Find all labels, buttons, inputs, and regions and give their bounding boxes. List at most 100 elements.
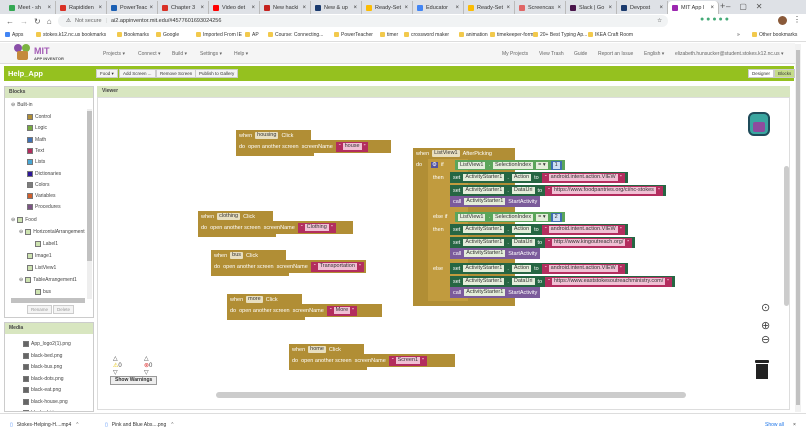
home-icon[interactable]: ⌂ <box>46 16 52 26</box>
operator-dropdown[interactable]: = ▾ <box>536 161 548 169</box>
component-dropdown[interactable]: clothing <box>217 213 241 220</box>
blocks-button[interactable]: Blocks <box>774 69 796 78</box>
media-item[interactable]: black-dots.png <box>23 375 64 382</box>
component-5[interactable]: ⊖TableArrangement1 <box>19 277 77 283</box>
menu-2[interactable]: Build ▾ <box>172 51 188 57</box>
string-value[interactable]: android.intent.action.VIEW <box>548 265 618 272</box>
property-dropdown[interactable]: DataUri <box>511 187 535 194</box>
back-icon[interactable]: ← <box>6 16 14 26</box>
workspace-horizontal-scrollbar[interactable] <box>216 392 686 398</box>
text-string-block[interactable]: “house” <box>335 141 369 152</box>
tab[interactable]: Ready-Set× <box>464 1 515 14</box>
menu-0[interactable]: Projects ▾ <box>103 51 125 57</box>
operator-dropdown[interactable]: = ▾ <box>536 213 548 221</box>
builtin-text[interactable]: Text <box>27 147 44 154</box>
tab[interactable]: Video det× <box>209 1 260 14</box>
bookmark-item[interactable]: stokes.k12.nc.us bookmarks <box>36 32 106 38</box>
builtin-control[interactable]: Control <box>27 114 51 120</box>
star-icon[interactable]: ☆ <box>657 18 662 24</box>
media-item[interactable]: black-eat.png <box>23 387 61 393</box>
warning-counter[interactable]: △⚠0▽ <box>113 356 122 376</box>
compare-block[interactable]: ListView1.SelectionIndex= ▾2 <box>455 212 565 222</box>
string-value[interactable]: Transportation <box>317 263 357 270</box>
text-string-block[interactable]: “android.intent.action.VIEW” <box>541 224 625 235</box>
menu-4[interactable]: Help ▾ <box>234 51 249 57</box>
tab-close-icon[interactable]: × <box>710 4 714 11</box>
text-string-block[interactable]: “Clothing” <box>297 222 336 233</box>
menu-icon[interactable]: ⋮ <box>793 15 801 24</box>
more-bookmarks-button[interactable]: » <box>737 31 740 38</box>
text-string-block[interactable]: “https://www.eaststokesoutreachministry.… <box>545 276 673 287</box>
property-dropdown[interactable]: SelectionIndex <box>492 161 534 169</box>
bookmark-item[interactable]: 20+ Best Typing Ap... <box>533 32 587 38</box>
tab-close-icon[interactable]: × <box>455 4 459 11</box>
builtin-math[interactable]: Math <box>27 136 46 143</box>
show-all-button[interactable]: Show all <box>765 422 784 428</box>
new-tab-button[interactable]: + <box>720 1 726 11</box>
designer-button[interactable]: Designer <box>748 69 775 78</box>
tree-horizontal-scrollbar[interactable] <box>11 298 85 303</box>
component-dropdown[interactable]: ListView1 <box>432 150 460 157</box>
tab-close-icon[interactable]: × <box>659 4 663 11</box>
page-scrollbar[interactable] <box>795 44 801 412</box>
tab-close-icon[interactable]: × <box>200 4 204 11</box>
close-window-button[interactable]: ✕ <box>755 2 763 11</box>
component-dropdown[interactable]: more <box>246 296 263 303</box>
bookmark-item[interactable]: timekeeper-form <box>490 32 533 38</box>
header-link-2[interactable]: Guide <box>574 51 588 57</box>
builtin-dictionaries[interactable]: Dictionaries <box>27 170 61 177</box>
tab[interactable]: MIT App I× <box>668 1 719 14</box>
component-dropdown[interactable]: ActivityStarter1 <box>463 265 505 272</box>
toolbar-button-0[interactable]: Food ▾ <box>96 69 118 78</box>
component-dropdown[interactable]: home <box>308 346 326 353</box>
minimize-button[interactable]: – <box>726 2 731 11</box>
bookmark-item[interactable]: timer <box>380 32 398 38</box>
component-4[interactable]: ListView1 <box>27 265 56 271</box>
workspace-vertical-scrollbar[interactable] <box>784 166 789 306</box>
component-0[interactable]: ⊖Food <box>11 217 37 223</box>
bookmark-item[interactable]: animation <box>459 32 488 38</box>
chevron-up-icon[interactable]: ⌃ <box>75 422 80 428</box>
tab-close-icon[interactable]: × <box>149 4 153 11</box>
string-value[interactable]: android.intent.action.VIEW <box>548 174 618 181</box>
tab-close-icon[interactable]: × <box>404 4 408 11</box>
url-input[interactable]: ⚠ Not secure | ai2.appinventor.mit.edu/#… <box>58 15 668 27</box>
profile-avatar[interactable] <box>778 16 787 25</box>
header-link-5[interactable]: elizabeth.hunsucker@student.stokes.k12.n… <box>675 51 784 57</box>
bookmark-item[interactable]: Imported From IE <box>196 32 242 38</box>
collapse-icon[interactable]: ⊖ <box>19 277 24 283</box>
listview-getter[interactable]: ListView1 <box>458 213 486 221</box>
tab[interactable]: New & up× <box>311 1 362 14</box>
component-3[interactable]: Image1 <box>27 253 52 259</box>
bookmark-item[interactable]: Course: Connecting... <box>268 32 323 38</box>
bookmark-item[interactable]: PowerTeacher <box>334 32 373 38</box>
zoom-out-icon[interactable]: ⊖ <box>761 334 771 346</box>
maximize-button[interactable]: ▢ <box>739 2 747 11</box>
tab[interactable]: Ready-Set× <box>362 1 413 14</box>
recenter-icon[interactable]: ⊙ <box>761 302 771 314</box>
tab-close-icon[interactable]: × <box>251 4 255 11</box>
string-value[interactable]: https://www.eaststokesoutreachministry.c… <box>551 278 666 285</box>
tab[interactable]: PowerTeac× <box>107 1 158 14</box>
chevron-up-icon[interactable]: ⌃ <box>170 422 175 428</box>
component-dropdown[interactable]: ActivityStarter1 <box>464 198 506 205</box>
builtin-logic[interactable]: Logic <box>27 125 47 132</box>
builtin-procedures[interactable]: Procedures <box>27 204 61 211</box>
download-item[interactable]: ▯Pink and Blue Abs....png⌃ <box>105 422 174 428</box>
header-link-1[interactable]: View Trash <box>539 51 564 57</box>
component-dropdown[interactable]: ActivityStarter1 <box>463 187 505 194</box>
menu-3[interactable]: Settings ▾ <box>200 51 222 57</box>
other-bookmarks[interactable]: Other bookmarks <box>752 32 797 38</box>
property-dropdown[interactable]: Action <box>511 174 532 181</box>
builtin-variables[interactable]: Variables <box>27 193 55 200</box>
media-item[interactable]: black-house.png <box>23 398 68 405</box>
text-string-block[interactable]: “http://www.kingoutreach.org/” <box>545 237 633 248</box>
text-string-block[interactable]: “android.intent.action.VIEW” <box>541 263 625 274</box>
